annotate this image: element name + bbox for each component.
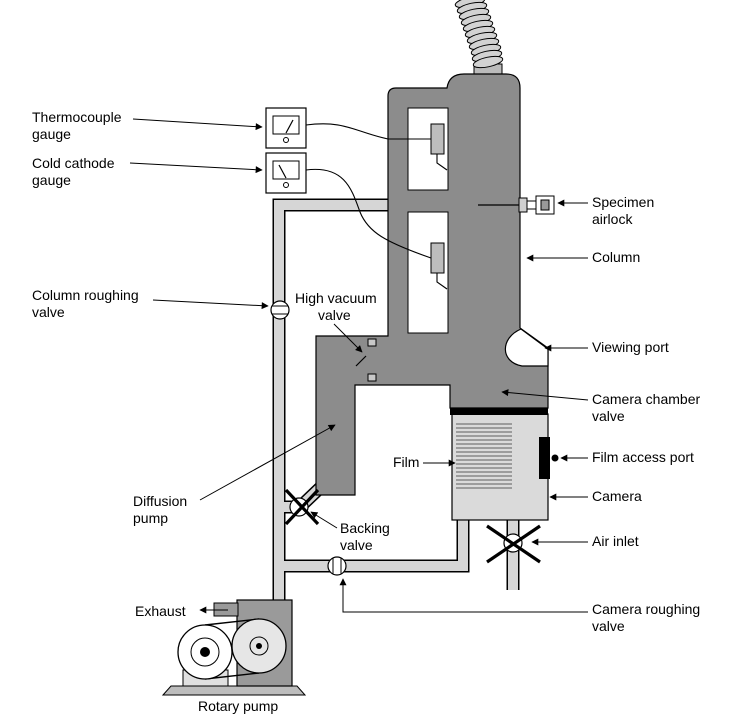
film-access-port-knob bbox=[551, 454, 559, 462]
film-label: Film bbox=[393, 454, 419, 470]
backing-valve-label: Backing valve bbox=[340, 520, 394, 553]
rotary-pump-label: Rotary pump bbox=[198, 698, 278, 714]
camera-roughing-valve bbox=[327, 556, 347, 576]
specimen-airlock-label: Specimen airlock bbox=[592, 194, 658, 227]
cold-cathode-gauge-lead bbox=[436, 273, 448, 290]
label-line: Specimen bbox=[592, 194, 654, 210]
thermocouple-gauge-needle bbox=[285, 119, 294, 134]
label-line: valve bbox=[340, 537, 373, 553]
airlock-neck bbox=[526, 200, 537, 210]
camera-label: Camera bbox=[592, 488, 642, 504]
airlock-cap bbox=[540, 199, 550, 211]
cold-cathode-gauge-arrow bbox=[129, 162, 263, 174]
pump-pulley-hub bbox=[249, 636, 269, 656]
thermocouple-gauge bbox=[265, 107, 307, 149]
film-access-port-label: Film access port bbox=[592, 449, 694, 465]
flexible-hose bbox=[454, 0, 504, 75]
label-line: High vacuum bbox=[295, 290, 377, 306]
backing-valve-closed-mark bbox=[284, 488, 320, 526]
camera-roughing-valve-body bbox=[327, 556, 347, 576]
leader-arrows bbox=[129, 118, 589, 614]
label-line: Camera roughing bbox=[592, 601, 700, 617]
label-line: gauge bbox=[32, 172, 71, 188]
cold-cathode-gauge-label: Cold cathode gauge bbox=[32, 155, 118, 188]
diffusion-pump-label: Diffusion pump bbox=[133, 493, 191, 526]
diffusion-pump-arrow bbox=[199, 424, 336, 501]
hose-ring bbox=[472, 55, 504, 69]
motor-pulley-axle bbox=[200, 647, 210, 657]
high-vacuum-valve-seat-bottom bbox=[367, 373, 377, 382]
high-vacuum-valve-label: High vacuum valve bbox=[295, 290, 381, 323]
film-stack bbox=[456, 423, 512, 489]
column-roughing-valve bbox=[270, 300, 290, 320]
thermocouple-gauge-head bbox=[430, 123, 445, 155]
air-inlet-label: Air inlet bbox=[592, 533, 639, 549]
label-line: Column roughing bbox=[32, 287, 139, 303]
column-label: Column bbox=[592, 249, 640, 265]
camera-roughing-valve-arrow bbox=[339, 578, 588, 613]
thermocouple-gauge-lead bbox=[436, 154, 448, 171]
viewing-port-label: Viewing port bbox=[592, 339, 669, 355]
airlock-flange bbox=[518, 197, 528, 213]
label-line: valve bbox=[592, 618, 625, 634]
camera-chamber-valve-arrow bbox=[501, 389, 589, 401]
exhaust-label: Exhaust bbox=[135, 603, 186, 619]
label-line: valve bbox=[32, 304, 65, 320]
label-line: Cold cathode bbox=[32, 155, 115, 171]
air-inlet-closed-mark bbox=[486, 524, 541, 564]
rotary-pump-base bbox=[161, 685, 307, 696]
cold-cathode-gauge-head bbox=[430, 242, 445, 274]
camera-roughing-valve-label: Camera roughing valve bbox=[592, 601, 704, 634]
thermocouple-gauge-knob bbox=[283, 137, 289, 143]
film-access-port bbox=[539, 437, 550, 479]
thermocouple-gauge-wire bbox=[305, 123, 431, 140]
label-line: Backing bbox=[340, 520, 390, 536]
thermocouple-gauge-arrow bbox=[132, 118, 263, 131]
label-line: Camera chamber bbox=[592, 391, 700, 407]
high-vacuum-valve-seat-top bbox=[367, 338, 377, 347]
cold-cathode-gauge bbox=[265, 152, 307, 194]
viewing-port bbox=[504, 328, 549, 367]
column-roughing-valve-label: Column roughing valve bbox=[32, 287, 143, 320]
high-vacuum-valve-gate bbox=[355, 355, 367, 367]
column-roughing-valve-body bbox=[270, 300, 290, 320]
label-line: gauge bbox=[32, 126, 71, 142]
pump-pulley-axle bbox=[256, 643, 262, 649]
label-line: airlock bbox=[592, 211, 633, 227]
camera-chamber-valve-label: Camera chamber valve bbox=[592, 391, 704, 424]
cold-cathode-gauge-needle bbox=[278, 164, 287, 179]
thermocouple-gauge-label: Thermocouple gauge bbox=[32, 109, 125, 142]
air-inlet-valve bbox=[486, 524, 541, 564]
camera-chamber-valve bbox=[450, 408, 548, 415]
thermocouple-gauge-dial bbox=[272, 115, 300, 135]
backing-valve-body bbox=[289, 497, 309, 517]
label-line: pump bbox=[133, 510, 168, 526]
cold-cathode-gauge-dial bbox=[272, 160, 300, 180]
backing-valve-arrow bbox=[310, 511, 338, 529]
label-line: Diffusion bbox=[133, 493, 187, 509]
high-vacuum-valve-arrow bbox=[333, 323, 363, 353]
label-line: valve bbox=[318, 307, 351, 323]
cold-cathode-gauge-wire bbox=[305, 168, 432, 259]
camera bbox=[451, 413, 549, 521]
rotary-pump bbox=[161, 599, 307, 696]
backing-valve bbox=[284, 488, 320, 526]
upper-gauge-window bbox=[407, 107, 449, 191]
specimen-airlock bbox=[478, 195, 555, 215]
label-line: Thermocouple bbox=[32, 109, 122, 125]
column-roughing-valve-arrow bbox=[152, 299, 269, 310]
cold-cathode-gauge-knob bbox=[283, 182, 289, 188]
column-roughing-line bbox=[274, 200, 388, 603]
motor-pulley-hub bbox=[190, 637, 220, 667]
label-line: valve bbox=[592, 408, 625, 424]
